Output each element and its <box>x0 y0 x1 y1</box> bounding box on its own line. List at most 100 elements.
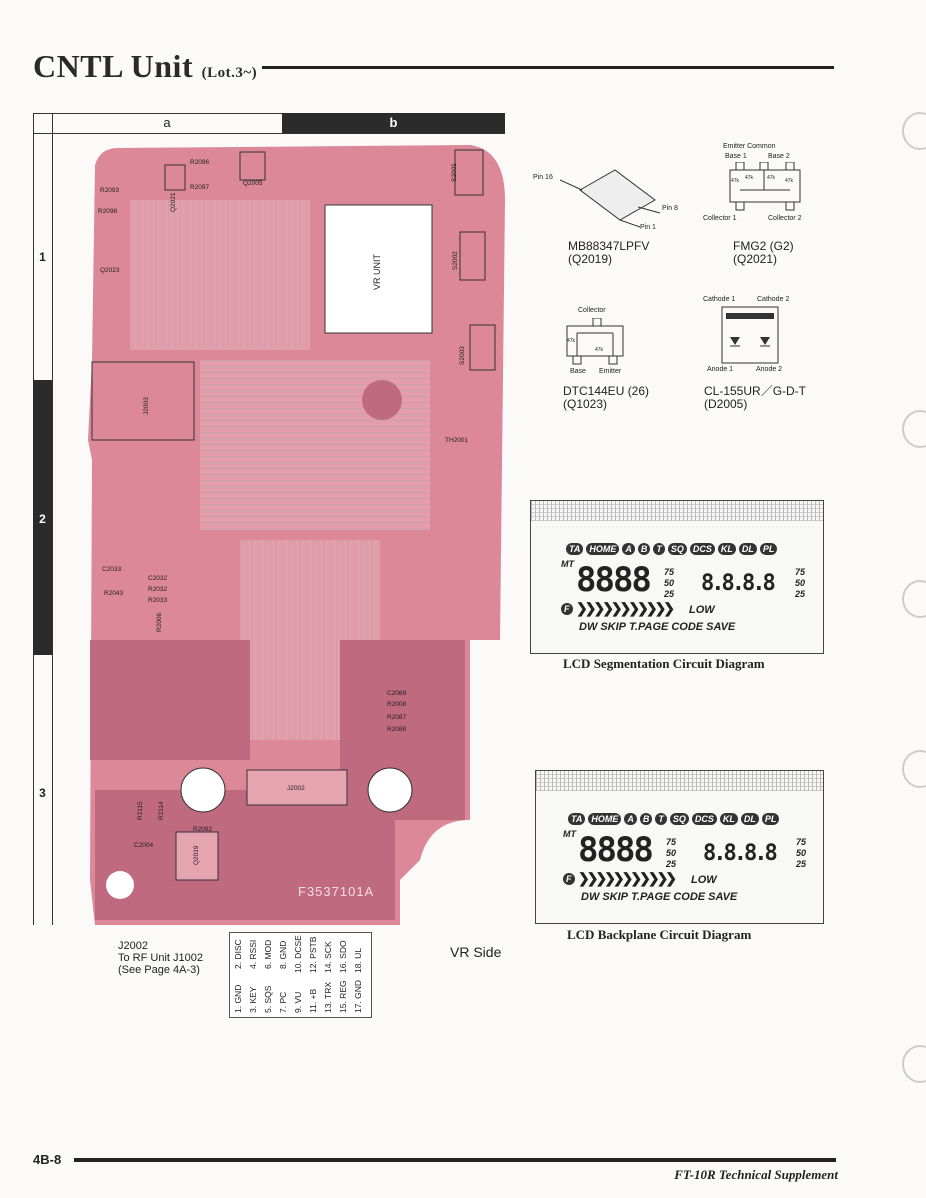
lcd-seg: SAVE <box>706 621 736 633</box>
pin-label: 15. REG <box>338 980 348 1013</box>
s2002-switch <box>459 231 486 281</box>
lcd-f: F <box>563 873 575 885</box>
pin-label: Anode 1 <box>707 366 734 373</box>
lcd-seg: SQ <box>669 813 689 825</box>
lcd-seg: B <box>637 543 651 555</box>
pcb-ground-plane <box>90 640 250 760</box>
component-caption: MB88347LPFV(Q2019) <box>568 240 649 266</box>
pcb-label: J2002 <box>287 785 305 792</box>
title-text: CNTL Unit <box>33 48 194 84</box>
led-drawing <box>721 306 779 364</box>
pcb-label: J2003 <box>143 397 150 415</box>
pcb-label: R2088 <box>387 726 407 733</box>
s2003-switch <box>469 324 496 371</box>
pin-label: Collector <box>578 307 606 314</box>
pcb-label: C2033 <box>102 566 122 573</box>
binder-hole <box>902 750 926 788</box>
pin-label: 11. +B <box>308 988 318 1013</box>
pin-label: 14. SCK <box>323 941 333 973</box>
pin-label: Collector 1 <box>703 215 737 222</box>
connector-reference: (See Page 4A-3) <box>118 964 200 976</box>
j2002-connector <box>246 769 348 806</box>
row-3-label: 3 <box>39 786 46 800</box>
lcd-seg: DCS <box>689 543 715 555</box>
pcb-label: C2004 <box>134 842 154 849</box>
pin-label: Base 1 <box>725 153 747 160</box>
row-2-label: 2 <box>39 512 46 526</box>
lcd-main-digits: 8888 <box>578 830 654 870</box>
lcd-f: F <box>561 603 573 615</box>
pcb-label: Q2021 <box>170 192 177 212</box>
ic-package-drawing <box>560 169 661 228</box>
lcd-mt: MT <box>561 559 574 569</box>
pcb-label: Q2005 <box>243 180 263 187</box>
lcd-seg: DW <box>579 621 598 633</box>
grid-left-inner <box>52 113 53 925</box>
q2021-chip <box>164 164 186 191</box>
pin-label: Cathode 1 <box>703 296 736 303</box>
lcd-seg: T <box>653 543 665 555</box>
component-name: DTC144EU (26) <box>563 384 650 398</box>
column-b-label: b <box>282 113 505 133</box>
lcd-segmentation-diagram: TA HOME A B T SQ DCS KL DL PL MT 8888 75… <box>530 500 824 654</box>
component-caption: FMG2 (G2)(Q2021) <box>733 240 794 266</box>
binder-hole <box>902 1045 926 1083</box>
lcd-bottom-row: DW SKIP T.PAGE CODE SAVE <box>581 891 737 903</box>
pin-1-label: Pin 1 <box>640 224 656 231</box>
pcb-label: R2087 <box>387 714 407 721</box>
pcb-label: R2098 <box>98 208 118 215</box>
lcd-level: 50 <box>795 578 806 588</box>
lcd-segmentation-caption: LCD Segmentation Circuit Diagram <box>563 656 765 671</box>
lcd-bottom-row: DW SKIP T.PAGE CODE SAVE <box>579 621 736 633</box>
pin-label: 7. PC <box>278 991 288 1013</box>
lcd-level: 75 <box>666 837 677 847</box>
lcd-bargraph: ❯❯❯❯❯❯❯❯❯❯❯ <box>576 600 675 616</box>
mount-hole <box>180 767 226 813</box>
lcd-seg: A <box>624 813 637 825</box>
pin-label: 9. VU <box>293 991 303 1013</box>
lcd-seg: DL <box>740 813 759 825</box>
pin-label: 17. GND <box>353 979 363 1013</box>
lcd-sub-digits: 8.8.8.8 <box>701 571 776 596</box>
component-name: MB88347LPFV <box>568 239 650 253</box>
lcd-seg: DL <box>738 543 757 555</box>
mount-hole <box>106 871 134 899</box>
connector-pin-table: 1. GND 2. DISC 3. KEY 4. RSSI 5. SQS 6. … <box>229 932 372 1018</box>
side-label: VR Side <box>450 944 502 960</box>
component-caption: CL-155UR／G-D-T(D2005) <box>704 385 806 411</box>
row-2-band <box>33 380 52 655</box>
lcd-seg: TA <box>568 813 586 825</box>
lcd-seg: T <box>655 813 667 825</box>
transistor-array-drawing <box>729 162 801 211</box>
binder-hole <box>902 580 926 618</box>
pin-label: Emitter Common <box>723 143 776 150</box>
pcb-label: R2092 <box>193 826 213 833</box>
lcd-pin-strip <box>536 771 823 791</box>
component-caption: DTC144EU (26)(Q1023) <box>563 385 649 411</box>
lcd-indicator-row: TA HOME A B T SQ DCS KL DL PL <box>566 543 778 555</box>
component-ref: (D2005) <box>704 397 748 411</box>
pcb-label: TH2001 <box>445 437 469 444</box>
page-number: 4B-8 <box>33 1152 62 1167</box>
lcd-seg: SQ <box>667 543 687 555</box>
pin-label: Emitter <box>599 368 622 375</box>
lcd-low: LOW <box>689 604 715 616</box>
lcd-seg: B <box>639 813 653 825</box>
pcb-ground-plane <box>95 790 395 920</box>
connector-caption: J2002 To RF Unit J1002 (See Page 4A-3) <box>118 940 203 976</box>
j2003-outline <box>91 361 195 441</box>
pcb-trace-area <box>130 200 310 350</box>
pcb-label: S2001 <box>451 163 458 182</box>
grid-top <box>33 113 505 114</box>
pin-label: 5. SQS <box>263 985 273 1013</box>
pin-16-label: Pin 16 <box>533 174 553 181</box>
lcd-seg: DW <box>581 891 600 903</box>
pin-label: 3. KEY <box>248 986 258 1013</box>
column-a-label: a <box>163 115 171 130</box>
pcb-pad <box>362 380 402 420</box>
pin-label: 13. TRX <box>323 981 333 1013</box>
lcd-low: LOW <box>691 874 717 886</box>
